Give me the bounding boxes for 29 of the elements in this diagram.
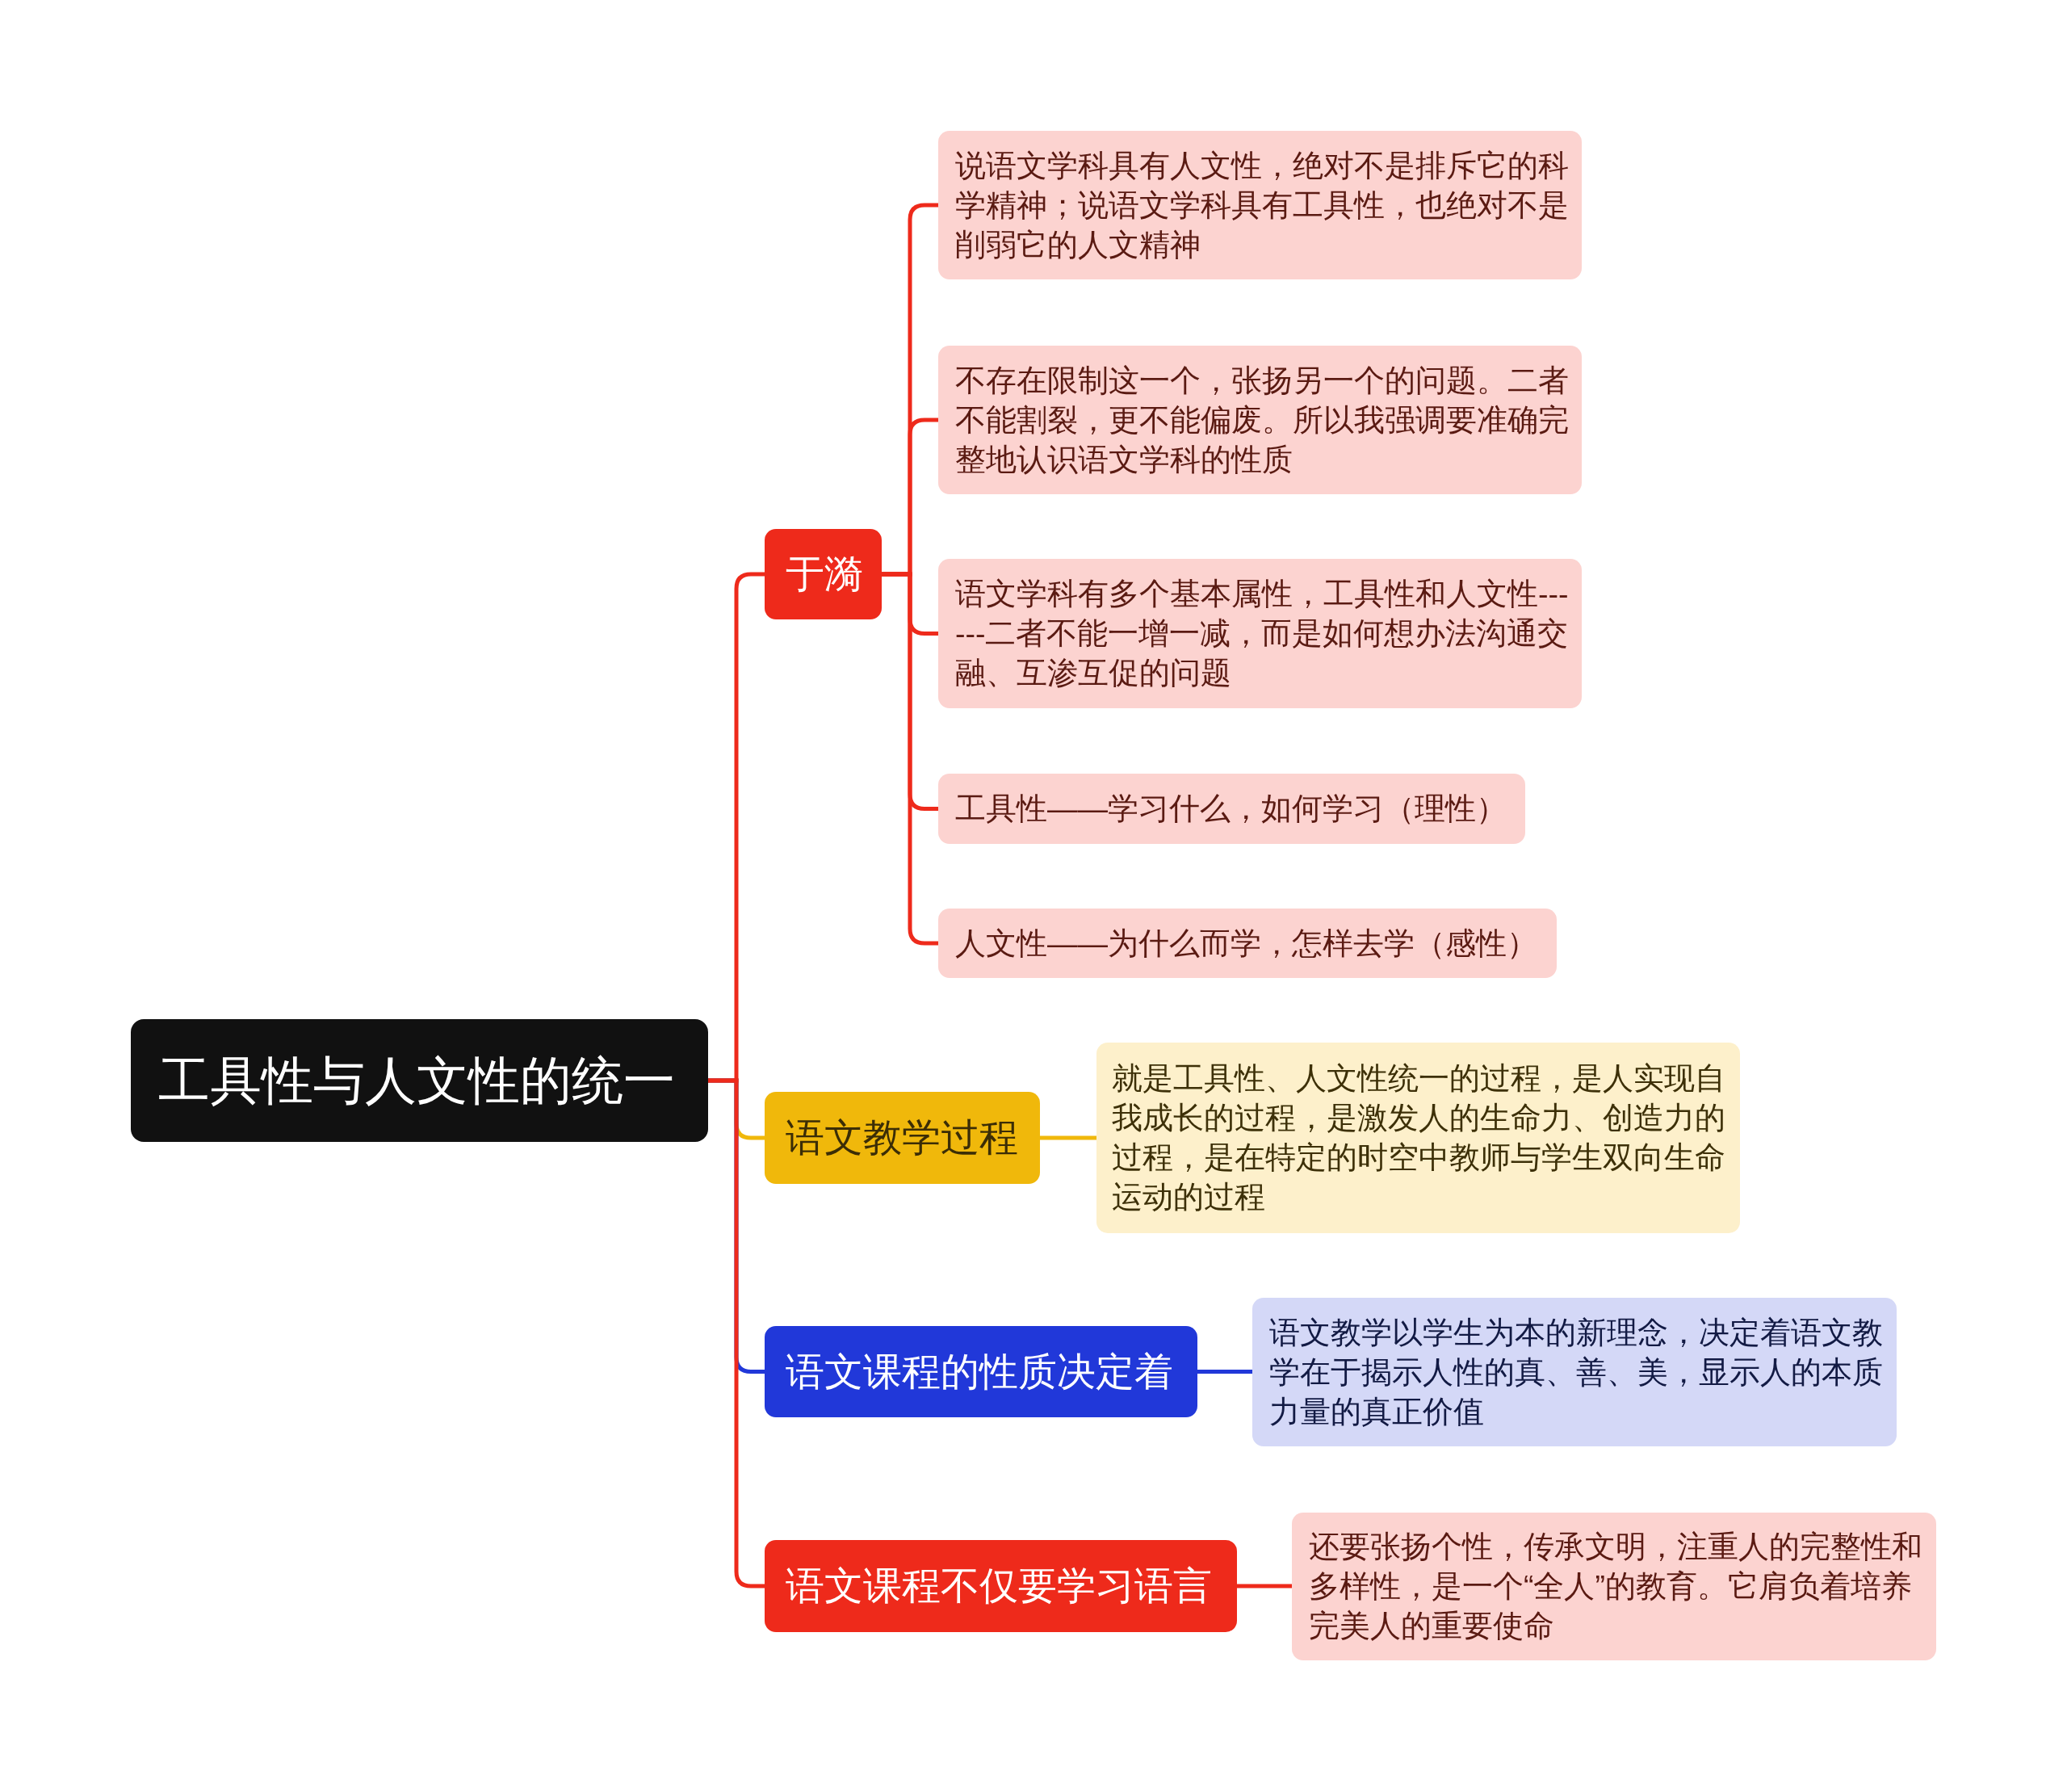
- note-box: [1252, 1298, 1897, 1446]
- connector-line: [1197, 1370, 1252, 1374]
- branch-topic-box: [765, 1092, 1040, 1184]
- note-box: [938, 131, 1582, 279]
- branch-topic-text: 语文课程的性质决定着: [786, 1349, 1173, 1395]
- note-box: [938, 559, 1582, 708]
- note-text: 语文学科有多个基本属性，工具性和人文性------二者不能一增一减，而是如何想办法沟通交融、互渗互促的问题: [955, 576, 1570, 691]
- root-topic-text: 工具性与人文性的统一: [158, 1051, 675, 1111]
- branch-topic-box: [765, 1326, 1197, 1417]
- root-topic-box: [131, 1019, 708, 1142]
- note-box: [1096, 1043, 1740, 1233]
- branch-topic-text: 语文教学过程: [786, 1115, 1018, 1160]
- connector-line: [1237, 1584, 1292, 1588]
- note-box: [938, 774, 1525, 844]
- note-text: 说语文学科具有人文性，绝对不是排斥它的科学精神；说语文学科具有工具性，也绝对不是削弱它的人文精神: [955, 147, 1570, 263]
- note-box: [938, 909, 1557, 978]
- branch-topic-box: [765, 529, 882, 619]
- note-text: 人文性——为什么而学，怎样去学（感性）: [955, 925, 1537, 962]
- note-text: 工具性——学习什么，如何学习（理性）: [955, 791, 1507, 827]
- note-text: 就是工具性、人文性统一的过程，是人实现自我成长的过程，是激发人的生命力、创造力的过程，是在特定的时空中教师与学生双向生命运动的过程: [1112, 1060, 1726, 1215]
- note-text: 还要张扬个性，传承文明，注重人的完整性和多样性，是一个“全人”的教育。它肩负着培养完美人的重要使命: [1309, 1529, 1923, 1644]
- branch-topic-box: [765, 1540, 1237, 1632]
- note-text: 语文教学以学生为本的新理念，决定着语文教学在于揭示人性的真、善、美，显示人的本质力量的真正价值: [1269, 1314, 1884, 1430]
- note-box: [938, 346, 1582, 494]
- connector-line: [1040, 1135, 1096, 1140]
- branch-topic-text: 语文课程不仅要学习语言: [786, 1563, 1212, 1609]
- note-box: [1292, 1513, 1936, 1660]
- note-text: 不存在限制这一个，张扬另一个的问题。二者不能割裂，更不能偏废。所以我强调要准确完整地认识语文学科的性质: [955, 362, 1570, 478]
- branch-topic-text: 于漪: [786, 552, 863, 597]
